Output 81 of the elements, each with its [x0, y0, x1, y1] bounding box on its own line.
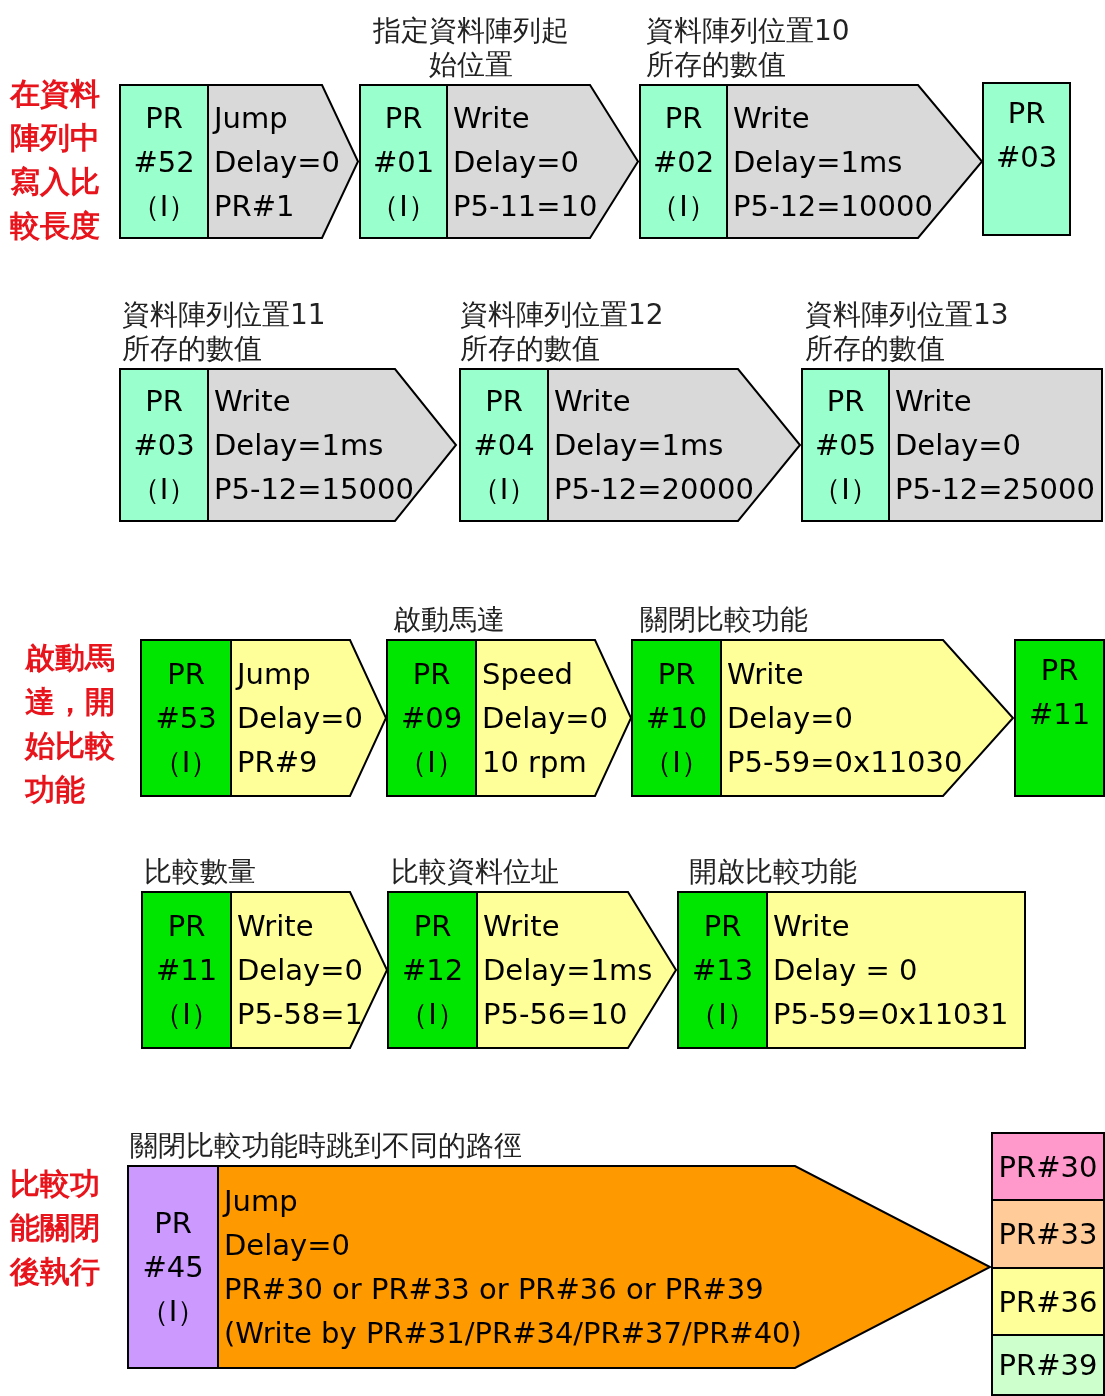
command-line: 10 rpm	[482, 744, 588, 781]
command-line: Write	[237, 908, 315, 945]
pr-box	[992, 1133, 1104, 1200]
node-label: 指定資料陣列起始位置	[372, 14, 570, 82]
node-label: 比較數量	[144, 855, 257, 889]
pr-box	[1015, 640, 1104, 796]
command-line: PR#1	[214, 187, 296, 225]
command-line: Delay=0	[237, 952, 364, 989]
command-line: P5-12=10000	[733, 187, 933, 225]
command-line: Write	[483, 908, 561, 945]
step-number: PR #52 （I）	[129, 99, 199, 225]
step-number: PR #09 （I）	[397, 656, 466, 781]
command-line: (Write by PR#31/PR#34/PR#37/PR#40)	[224, 1315, 802, 1352]
command-line: Delay=0	[482, 700, 608, 737]
command-line: P5-56=10	[483, 996, 629, 1033]
command-line: Delay=0	[237, 700, 363, 737]
command-line: P5-58=1	[237, 996, 364, 1033]
command-line: Speed	[482, 656, 574, 693]
command-line: P5-59=0x11030	[727, 744, 963, 781]
command-line: Write	[214, 383, 292, 420]
step-number: PR #03	[994, 95, 1059, 176]
step-number: PR #53 （I）	[151, 656, 221, 781]
step-number: PR #02 （I）	[649, 99, 718, 225]
command-line: P5-12=20000	[554, 471, 754, 508]
row-label: 啟動馬達，開始比較功能	[25, 639, 116, 809]
command-line: Delay=1ms	[733, 143, 904, 181]
node-label: 關閉比較功能時跳到不同的路徑	[130, 1129, 523, 1163]
row-label: 比較功能關閉後執行	[10, 1165, 101, 1291]
command-line: P5-11=10	[453, 187, 598, 225]
command-line: Delay=0	[224, 1227, 351, 1264]
command-line: Delay=1ms	[483, 952, 653, 989]
command-line: Delay = 0	[773, 952, 919, 989]
pr-box	[992, 1200, 1104, 1268]
step-number: PR#33	[997, 1216, 1099, 1253]
command-line: P5-59=0x11031	[773, 996, 1009, 1033]
command-line: Write	[773, 908, 851, 945]
program-step	[141, 640, 386, 796]
command-line: P5-12=25000	[895, 471, 1095, 508]
command-line: Write	[554, 383, 632, 420]
step-number: PR#39	[997, 1347, 1099, 1384]
command-line: Delay=1ms	[554, 427, 725, 464]
step-number: PR #01 （I）	[369, 99, 438, 225]
command-line: Jump	[214, 99, 289, 137]
node-label: 資料陣列位置13所存的數值	[805, 298, 1010, 366]
pr-box	[992, 1268, 1104, 1335]
command-line: Delay=0	[453, 143, 580, 181]
pr-box	[992, 1335, 1104, 1395]
step-number: PR #10 （I）	[642, 656, 711, 781]
program-step	[120, 85, 358, 238]
command-line: P5-12=15000	[214, 471, 414, 508]
step-number: PR#30	[997, 1148, 1099, 1186]
node-label: 關閉比較功能	[640, 603, 809, 637]
node-label: 資料陣列位置11所存的數值	[122, 298, 327, 366]
step-number: PR #04 （I）	[469, 383, 539, 508]
step-number: PR #11	[1027, 652, 1092, 733]
step-number: PR #11 （I）	[152, 908, 221, 1033]
step-number: PR #45 （I）	[138, 1205, 208, 1330]
step-number: PR #12 （I）	[398, 908, 467, 1033]
node-label: 開啟比較功能	[689, 855, 858, 889]
step-number: PR #03 （I）	[129, 383, 199, 508]
node-label: 資料陣列位置12所存的數值	[460, 298, 665, 366]
command-line: PR#30 or PR#33 or PR#36 or PR#39	[224, 1271, 765, 1308]
node-label: 資料陣列位置10所存的數值	[646, 14, 851, 82]
node-label: 比較資料位址	[391, 855, 560, 889]
command-line: Delay=1ms	[214, 427, 385, 464]
command-line: Jump	[237, 656, 312, 693]
row-label: 在資料陣列中寫入比較長度	[10, 75, 101, 245]
command-line: Write	[733, 99, 811, 137]
command-line: PR#9	[237, 744, 319, 781]
command-line: Write	[453, 99, 531, 137]
command-line: Write	[895, 383, 973, 420]
step-number: PR #13 （I）	[688, 908, 757, 1033]
command-line: Delay=0	[727, 700, 854, 737]
command-line: Delay=0	[214, 143, 340, 181]
command-line: Write	[727, 656, 805, 693]
pr-box	[983, 83, 1070, 235]
node-label: 啟動馬達	[393, 603, 506, 637]
step-number: PR#36	[997, 1283, 1099, 1321]
step-number: PR #05 （I）	[811, 383, 880, 508]
command-line: Delay=0	[895, 427, 1022, 464]
command-line: Jump	[224, 1183, 299, 1220]
